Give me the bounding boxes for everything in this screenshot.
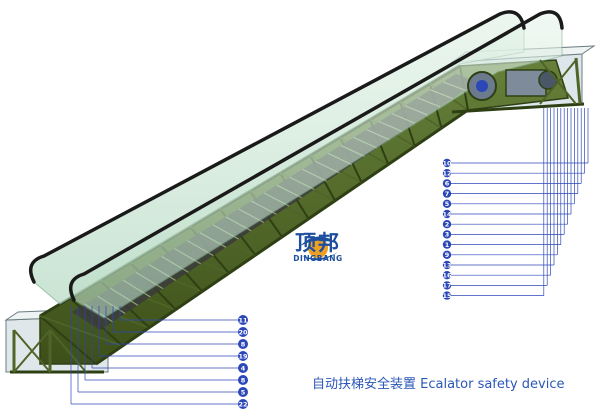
- callout-marker: [442, 230, 452, 239]
- callout-marker: [442, 169, 452, 178]
- callout-number: 9: [445, 251, 450, 259]
- drive-machine: [467, 69, 558, 101]
- callout-right-6: 14: [442, 108, 572, 219]
- callout-marker: [442, 281, 452, 290]
- callout-number: 8: [241, 340, 246, 348]
- callout-marker: [442, 260, 452, 270]
- callout-bottom-5: 4: [91, 306, 248, 373]
- upper-support-frame: [451, 57, 585, 114]
- callout-right-11: 13: [442, 108, 555, 270]
- callout-marker: [442, 158, 452, 168]
- callout-bottom-6: 8: [84, 306, 248, 385]
- callout-right-10: 9: [442, 108, 558, 259]
- callout-number: 19: [238, 352, 248, 360]
- callout-marker: [238, 375, 248, 385]
- callout-right-7: 2: [442, 108, 568, 229]
- callout-marker: [442, 209, 452, 219]
- glass-balustrade-rear: [30, 11, 525, 305]
- callout-number: 3: [445, 231, 450, 239]
- callout-number: 11: [238, 316, 248, 324]
- callout-marker: [238, 363, 248, 373]
- glass-balustrade-front: [70, 11, 563, 319]
- callout-number: 4: [241, 364, 246, 372]
- callout-marker: [442, 291, 452, 300]
- brand-logo: 顶邦 DINGBANG: [288, 232, 348, 263]
- callout-marker: [442, 189, 452, 198]
- callout-right-14: 15: [442, 108, 545, 300]
- handrail-front: [68, 10, 564, 302]
- lower-support-frame: [10, 329, 104, 374]
- callout-right-9: 1: [442, 108, 562, 249]
- callout-bottom-7: 5: [77, 306, 248, 397]
- callout-marker: [442, 250, 452, 259]
- callout-right-8: 3: [442, 108, 565, 239]
- diagram-caption: 自动扶梯安全装置 Ecalator safety device: [312, 377, 565, 392]
- callout-right-2: 12: [442, 108, 585, 178]
- callout-number: 5: [445, 200, 450, 208]
- callout-marker: [238, 315, 248, 325]
- logo-emblem: [300, 236, 338, 261]
- callout-number: 14: [442, 210, 452, 218]
- callout-number: 15: [442, 292, 452, 300]
- callout-bottom-3: 8: [105, 306, 248, 349]
- callout-marker: [238, 399, 248, 409]
- callout-number: 17: [442, 282, 451, 290]
- callout-bottom-8: 22: [70, 306, 248, 409]
- callout-right-1: 10: [442, 108, 589, 168]
- callout-marker: [442, 179, 452, 188]
- callout-right-4: 7: [442, 108, 579, 198]
- logo-main-text: 顶邦: [295, 231, 341, 255]
- callout-number: 16: [442, 272, 452, 280]
- callout-marker: [238, 327, 248, 337]
- callout-marker: [238, 387, 248, 397]
- callout-bottom-1: 11: [119, 306, 248, 325]
- callout-number: 5: [241, 388, 246, 396]
- callout-marker: [238, 339, 248, 349]
- callout-right-12: 16: [442, 108, 551, 280]
- callout-number: 12: [442, 170, 451, 178]
- handrail-rear: [28, 10, 526, 284]
- callout-number: 7: [445, 190, 450, 198]
- callout-number: 22: [238, 400, 247, 408]
- callout-number: 2: [445, 221, 450, 229]
- logo-sub-text: DINGBANG: [293, 254, 343, 263]
- callout-number: 8: [241, 376, 246, 384]
- callout-marker: [442, 240, 452, 249]
- callout-right-13: 17: [442, 108, 548, 290]
- callout-bottom-4: 19: [98, 306, 248, 361]
- callout-bottom-2: 20: [112, 306, 248, 337]
- callout-number: 10: [442, 159, 452, 167]
- callout-number: 1: [445, 241, 450, 249]
- callout-marker: [442, 220, 452, 229]
- callout-number: 13: [442, 261, 451, 269]
- callout-right-5: 5: [442, 108, 575, 208]
- callout-number: 20: [238, 328, 248, 336]
- callout-marker: [442, 199, 452, 208]
- callout-right-3: 6: [442, 108, 582, 188]
- callout-marker: [442, 271, 452, 280]
- callout-number: 6: [445, 180, 450, 188]
- callout-marker: [238, 351, 248, 361]
- callouts-bottom: 11 20 8 19 4 8 5 22: [70, 306, 248, 409]
